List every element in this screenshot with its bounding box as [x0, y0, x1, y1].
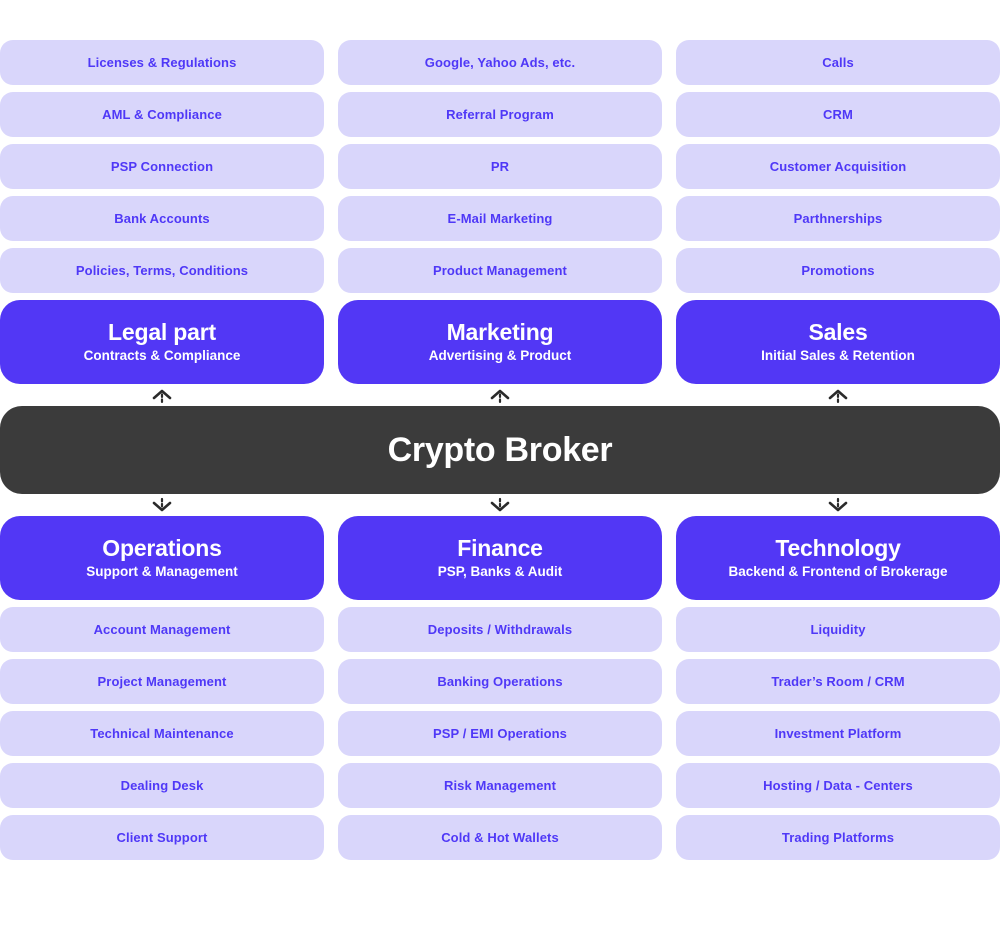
arrow-down-operations [0, 497, 324, 514]
chip-liquidity[interactable]: Liquidity [676, 607, 1000, 652]
arrow-row-down [0, 494, 1000, 516]
chip-project-management[interactable]: Project Management [0, 659, 324, 704]
department-card-finance[interactable]: Finance PSP, Banks & Audit [338, 516, 662, 600]
hub-crypto-broker[interactable]: Crypto Broker [0, 406, 1000, 494]
chip-policies-terms-conditions[interactable]: Policies, Terms, Conditions [0, 248, 324, 293]
bottom-column-technology: Liquidity Trader’s Room / CRM Investment… [676, 607, 1000, 860]
department-subtitle: Backend & Frontend of Brokerage [728, 564, 948, 580]
department-card-sales[interactable]: Sales Initial Sales & Retention [676, 300, 1000, 384]
chip-calls[interactable]: Calls [676, 40, 1000, 85]
department-subtitle: Contracts & Compliance [83, 348, 241, 364]
arrow-up-marketing [338, 387, 662, 404]
chip-deposits-withdrawals[interactable]: Deposits / Withdrawals [338, 607, 662, 652]
arrow-up-icon [828, 389, 848, 403]
chip-licenses-regulations[interactable]: Licenses & Regulations [0, 40, 324, 85]
department-title: Sales [808, 318, 868, 345]
top-column-marketing: Google, Yahoo Ads, etc. Referral Program… [338, 40, 662, 293]
chip-trading-platforms[interactable]: Trading Platforms [676, 815, 1000, 860]
chip-hosting-data-centers[interactable]: Hosting / Data - Centers [676, 763, 1000, 808]
arrow-up-icon [490, 389, 510, 403]
chip-parthnerships[interactable]: Parthnerships [676, 196, 1000, 241]
chip-cold-hot-wallets[interactable]: Cold & Hot Wallets [338, 815, 662, 860]
chip-email-marketing[interactable]: E-Mail Marketing [338, 196, 662, 241]
chip-traders-room-crm[interactable]: Trader’s Room / CRM [676, 659, 1000, 704]
top-items-grid: Licenses & Regulations AML & Compliance … [0, 40, 1000, 293]
chip-aml-compliance[interactable]: AML & Compliance [0, 92, 324, 137]
bottom-items-grid: Account Management Project Management Te… [0, 607, 1000, 860]
department-card-marketing[interactable]: Marketing Advertising & Product [338, 300, 662, 384]
arrow-down-icon [152, 497, 172, 511]
department-subtitle: Support & Management [86, 564, 238, 580]
arrow-down-icon [490, 497, 510, 511]
chip-crm[interactable]: CRM [676, 92, 1000, 137]
department-subtitle: PSP, Banks & Audit [437, 564, 563, 580]
department-title: Technology [775, 534, 901, 561]
spacer-top [0, 293, 1000, 300]
top-departments-grid: Legal part Contracts & Compliance Market… [0, 300, 1000, 384]
department-title: Legal part [108, 318, 216, 345]
chip-account-management[interactable]: Account Management [0, 607, 324, 652]
bottom-column-finance: Deposits / Withdrawals Banking Operation… [338, 607, 662, 860]
department-card-operations[interactable]: Operations Support & Management [0, 516, 324, 600]
chip-technical-maintenance[interactable]: Technical Maintenance [0, 711, 324, 756]
spacer-bottom [0, 600, 1000, 607]
arrow-up-icon [152, 389, 172, 403]
top-column-legal: Licenses & Regulations AML & Compliance … [0, 40, 324, 293]
chip-bank-accounts[interactable]: Bank Accounts [0, 196, 324, 241]
chip-product-management[interactable]: Product Management [338, 248, 662, 293]
arrow-up-sales [676, 387, 1000, 404]
spacer-page-bottom [0, 860, 1000, 892]
department-title: Finance [457, 534, 543, 561]
chip-customer-acquisition[interactable]: Customer Acquisition [676, 144, 1000, 189]
chip-investment-platform[interactable]: Investment Platform [676, 711, 1000, 756]
chip-banking-operations[interactable]: Banking Operations [338, 659, 662, 704]
chip-referral-program[interactable]: Referral Program [338, 92, 662, 137]
arrow-down-finance [338, 497, 662, 514]
chip-dealing-desk[interactable]: Dealing Desk [0, 763, 324, 808]
department-subtitle: Initial Sales & Retention [761, 348, 915, 364]
department-title: Marketing [446, 318, 554, 345]
chip-pr[interactable]: PR [338, 144, 662, 189]
chip-promotions[interactable]: Promotions [676, 248, 1000, 293]
chip-google-yahoo-ads[interactable]: Google, Yahoo Ads, etc. [338, 40, 662, 85]
chip-risk-management[interactable]: Risk Management [338, 763, 662, 808]
chip-client-support[interactable]: Client Support [0, 815, 324, 860]
bottom-departments-grid: Operations Support & Management Finance … [0, 516, 1000, 600]
arrow-down-technology [676, 497, 1000, 514]
arrow-row-up [0, 384, 1000, 406]
diagram-canvas: Licenses & Regulations AML & Compliance … [0, 40, 1000, 938]
bottom-column-operations: Account Management Project Management Te… [0, 607, 324, 860]
chip-psp-connection[interactable]: PSP Connection [0, 144, 324, 189]
hub-label: Crypto Broker [387, 430, 613, 469]
department-title: Operations [102, 534, 222, 561]
department-card-legal-part[interactable]: Legal part Contracts & Compliance [0, 300, 324, 384]
arrow-up-legal [0, 387, 324, 404]
department-subtitle: Advertising & Product [428, 348, 572, 364]
chip-psp-emi-operations[interactable]: PSP / EMI Operations [338, 711, 662, 756]
arrow-down-icon [828, 497, 848, 511]
top-column-sales: Calls CRM Customer Acquisition Parthners… [676, 40, 1000, 293]
department-card-technology[interactable]: Technology Backend & Frontend of Brokera… [676, 516, 1000, 600]
